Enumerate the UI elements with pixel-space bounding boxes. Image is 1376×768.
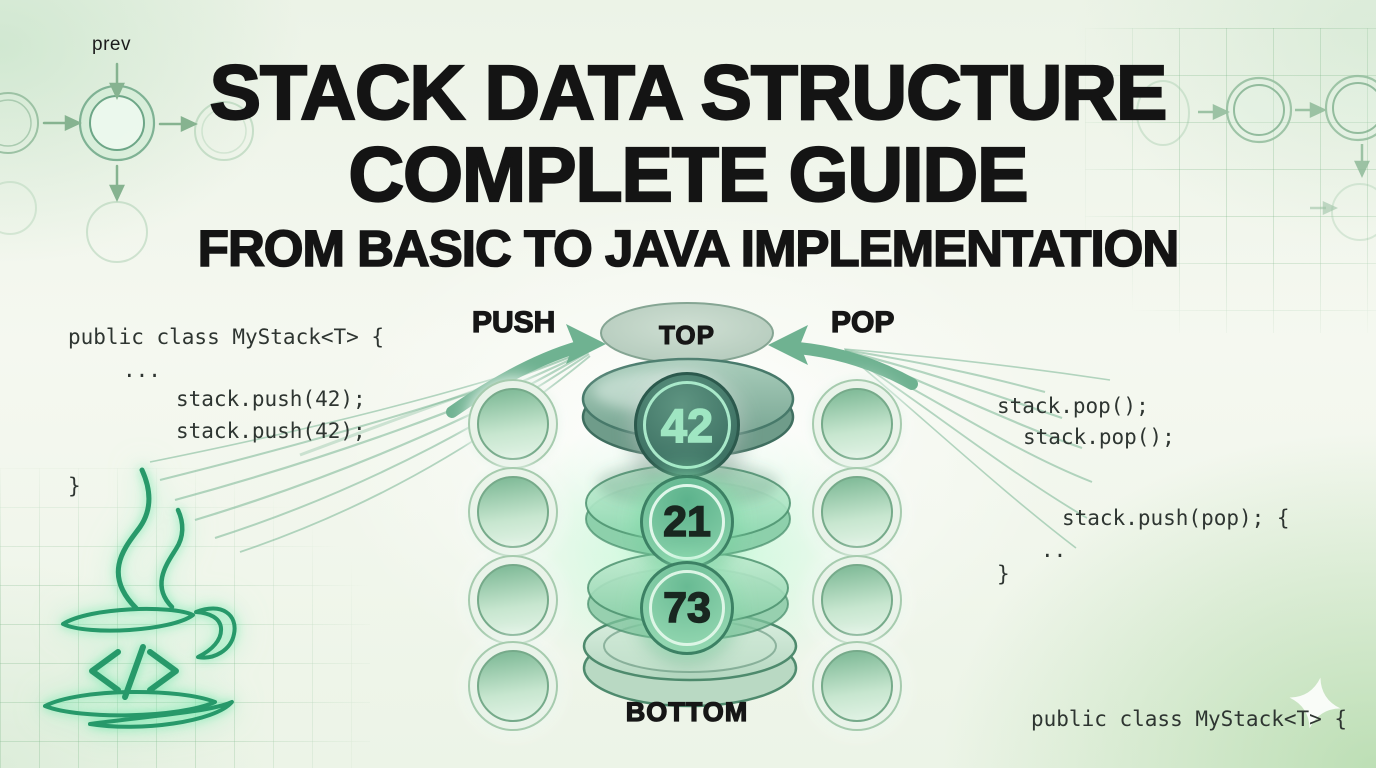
empty-node-circle [468, 379, 558, 469]
code-line: } [68, 474, 81, 498]
bottom-label: BOTTOM [625, 697, 749, 727]
prev-label: prev [92, 34, 131, 55]
pop-arrow [768, 325, 918, 390]
empty-node-inner [477, 650, 549, 722]
code-line: stack.push(pop); { [1062, 506, 1290, 530]
code-line: ... [123, 358, 161, 382]
flowchart-right-icon [1136, 74, 1376, 241]
title-line-2: COMPLETE GUIDE [347, 132, 1029, 218]
empty-node-circle [812, 641, 902, 731]
java-logo-icon [43, 467, 237, 729]
empty-node-circle [468, 641, 558, 731]
code-line: stack.pop(); [997, 394, 1149, 418]
empty-node-inner [821, 564, 893, 636]
empty-node-inner [477, 564, 549, 636]
sparkle-icon [1289, 677, 1341, 729]
code-line: public class MyStack<T> { [68, 325, 385, 349]
title-line-1: STACK DATA STRUCTURE [209, 50, 1169, 136]
empty-node-circle [812, 379, 902, 469]
stack-item-value: 42 [660, 398, 714, 452]
code-line: .. [1041, 538, 1067, 562]
push-arrow [446, 324, 606, 418]
top-label: TOP [658, 320, 715, 350]
stack-item-bottom: 73 [640, 561, 734, 655]
pop-label: POP [830, 306, 895, 339]
stack-item-ring [643, 381, 731, 469]
pop-flow-lines [843, 348, 1111, 549]
stack-item-value: 21 [662, 497, 711, 546]
code-line-bottom-right: public class MyStack<T> { [1031, 707, 1348, 731]
code-line: stack.pop(); [1023, 425, 1175, 449]
stack-item-value: 73 [662, 583, 711, 632]
code-line: stack.push(42); [176, 419, 366, 443]
code-line: } [997, 562, 1010, 586]
empty-node-inner [477, 388, 549, 460]
flowchart-left-icon [0, 62, 254, 263]
empty-node-circle [812, 555, 902, 645]
empty-node-circle [468, 467, 558, 557]
empty-node-inner [821, 476, 893, 548]
empty-node-inner [821, 388, 893, 460]
empty-node-inner [477, 476, 549, 548]
empty-node-inner [821, 650, 893, 722]
push-label: PUSH [471, 306, 556, 339]
stack-item-middle: 21 [640, 475, 734, 569]
code-line: stack.push(42); [176, 387, 366, 411]
subtitle: FROM BASIC TO JAVA IMPLEMENTATION [197, 220, 1180, 277]
empty-node-circle [812, 467, 902, 557]
stack-item-ring [649, 570, 725, 646]
stack-item-ring [649, 484, 725, 560]
stack-item-top: 42 [634, 372, 740, 478]
empty-node-circle [468, 555, 558, 645]
